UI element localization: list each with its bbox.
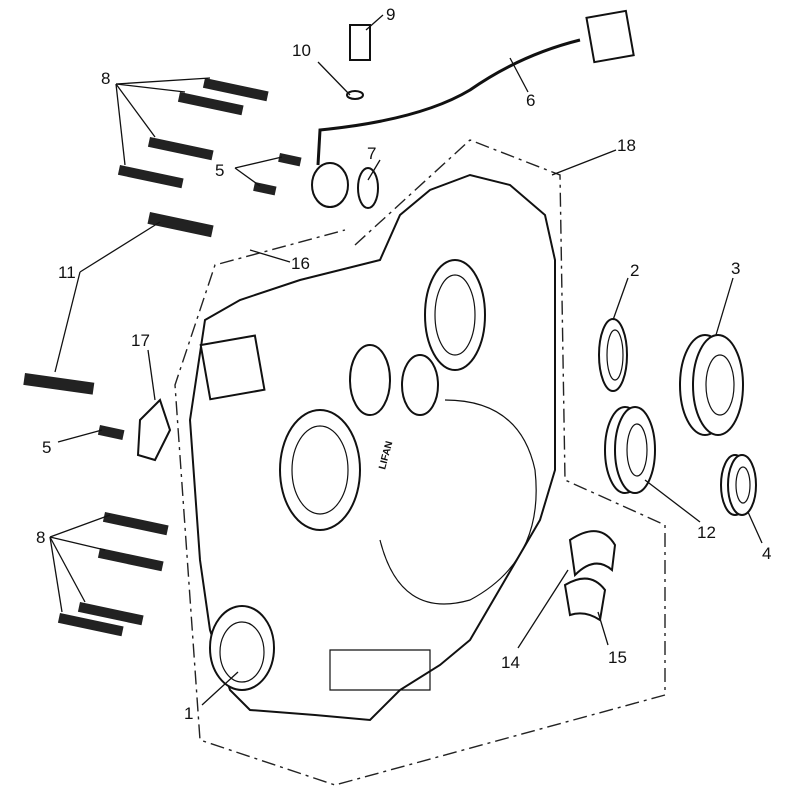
callout-9: 9 xyxy=(386,5,395,24)
callout-5-bottom: 5 xyxy=(42,438,51,457)
callout-8-top: 8 xyxy=(101,69,110,88)
sensor-harness xyxy=(311,9,635,209)
bearings xyxy=(563,318,757,622)
leader-lines xyxy=(49,14,763,706)
callout-17: 17 xyxy=(131,331,150,350)
callout-labels: 9 10 8 6 5 7 18 16 11 2 3 17 5 12 4 8 14… xyxy=(36,5,771,723)
callout-1: 1 xyxy=(184,704,193,723)
bolts xyxy=(23,78,302,637)
callout-12: 12 xyxy=(697,523,716,542)
callout-14: 14 xyxy=(501,653,520,672)
callout-16: 16 xyxy=(291,254,310,273)
callout-15: 15 xyxy=(608,648,627,667)
callout-6: 6 xyxy=(526,91,535,110)
callout-7: 7 xyxy=(367,144,376,163)
callout-18: 18 xyxy=(617,136,636,155)
callout-11: 11 xyxy=(58,263,76,282)
callout-10: 10 xyxy=(292,41,311,60)
callout-8-bottom: 8 xyxy=(36,528,45,547)
callout-3: 3 xyxy=(731,259,740,278)
assembly-boundary-outer xyxy=(174,139,666,786)
callout-4: 4 xyxy=(762,544,771,563)
callout-2: 2 xyxy=(630,261,639,280)
callout-5-top: 5 xyxy=(215,161,224,180)
crankcase-half: LIFAN xyxy=(188,173,556,722)
